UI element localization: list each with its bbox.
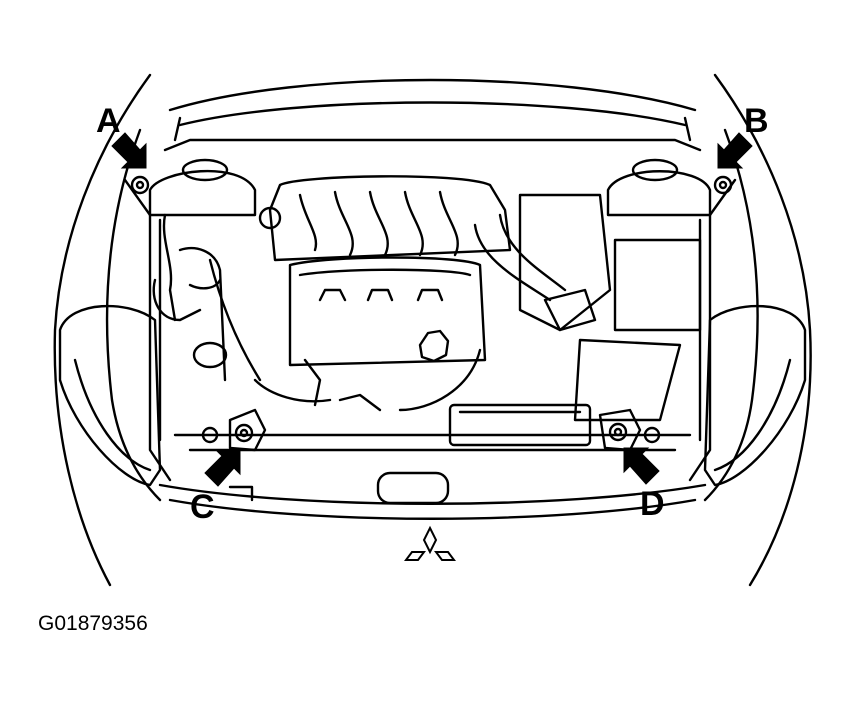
left-hoses — [152, 213, 262, 382]
air-intake-duct — [398, 213, 567, 412]
mitsubishi-logo-icon — [404, 525, 456, 561]
air-filter-box — [518, 193, 702, 422]
strut-towers — [148, 158, 712, 217]
body-outline — [53, 73, 812, 587]
bumper — [158, 471, 707, 520]
arrow-b-icon — [717, 132, 753, 169]
callout-label-a: A — [96, 102, 121, 140]
callout-label-b: B — [744, 102, 769, 140]
callout-label-c: C — [190, 488, 215, 526]
intake-manifold — [258, 175, 512, 262]
hood-opening — [163, 78, 702, 152]
arrow-a-icon — [111, 132, 147, 169]
figure-id: G01879356 — [38, 612, 148, 635]
valve-cover — [288, 256, 487, 367]
arrow-d-icon — [623, 447, 660, 485]
headlights — [58, 304, 807, 487]
callout-label-d: D — [640, 485, 665, 523]
mount-points — [130, 175, 733, 452]
lower-engine — [253, 358, 592, 447]
arrow-c-icon — [204, 449, 241, 487]
